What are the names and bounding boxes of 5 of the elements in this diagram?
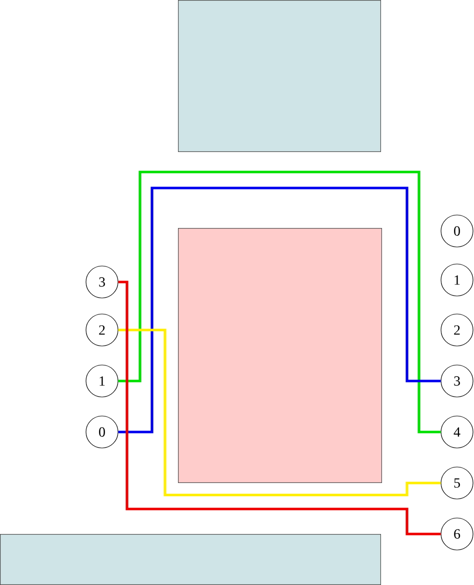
- connector-line: [118, 328, 441, 496]
- empty-box: [178, 0, 381, 152]
- empty-box: [0, 534, 381, 585]
- connector-line: [118, 280, 441, 536]
- empty-box: [178, 228, 382, 483]
